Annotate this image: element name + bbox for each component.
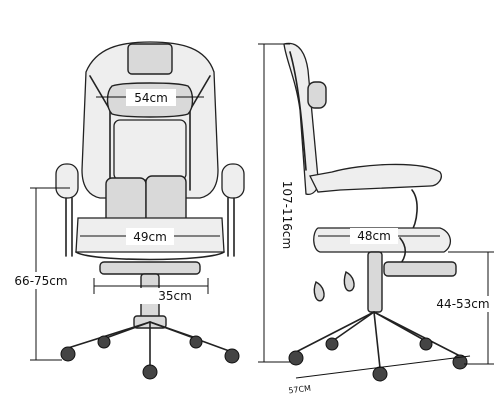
armrest-height-label: 66-75cm [14, 274, 67, 288]
side-view-chair [283, 42, 468, 382]
backrest-width-label: 54cm [134, 91, 168, 105]
base-width-label: 35cm [158, 289, 192, 303]
side-base-width-label: 57CM [288, 384, 312, 396]
seat-height-label: 44-53cm [436, 297, 489, 311]
seat-width-label: 49cm [133, 230, 167, 244]
front-view-chair [55, 41, 245, 380]
seat-depth-label: 48cm [357, 229, 391, 243]
total-height-label: 107-116cm [280, 181, 294, 249]
